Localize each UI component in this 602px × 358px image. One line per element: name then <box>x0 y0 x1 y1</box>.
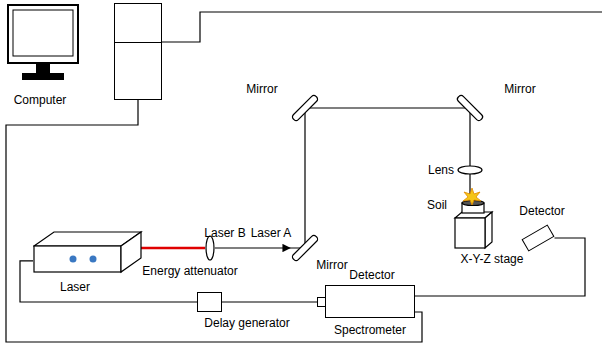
part-label: Mirror <box>504 82 535 96</box>
beam-label: Laser A <box>251 226 292 240</box>
delay-box <box>197 292 222 312</box>
part-label: Energy attenuator <box>142 264 237 278</box>
xyz-stage <box>455 212 492 248</box>
node-label: Computer <box>14 93 67 107</box>
part-label: X-Y-Z stage <box>461 252 524 266</box>
part-label: Soil <box>427 198 447 212</box>
part-label: Lens <box>428 163 454 177</box>
plasma-spark <box>463 188 481 205</box>
spectrometer-box: Spectrometer <box>325 285 415 318</box>
mirror <box>456 94 484 122</box>
laser-source: Laser <box>33 230 143 274</box>
mirror <box>291 94 319 122</box>
beam-label: Laser B <box>204 226 245 240</box>
part-label: Mirror <box>246 82 277 96</box>
part-label: Detector <box>349 268 394 282</box>
node-label: Laser <box>60 280 90 294</box>
spectrometer-housing <box>325 285 415 318</box>
monitor-icon <box>8 5 78 80</box>
computer-tower <box>114 3 162 100</box>
focusing-lens <box>458 166 482 174</box>
node-label: Spectrometer <box>334 323 406 337</box>
signal-cable <box>415 238 585 296</box>
laser-beam-a <box>215 247 290 248</box>
signal-cable <box>222 301 325 302</box>
laser-beam-b <box>136 247 205 250</box>
computer-unit: Computer <box>3 3 163 103</box>
detector-head <box>522 224 555 251</box>
detector-port <box>317 297 326 307</box>
tower-divider <box>115 42 161 43</box>
laser-body <box>33 230 143 274</box>
delay-generator-box: Delay generator <box>197 292 222 312</box>
signal-cable <box>6 100 422 342</box>
node-label: Delay generator <box>204 316 289 330</box>
signal-wire <box>162 12 602 42</box>
beam-path <box>290 108 470 248</box>
node-label: Detector <box>519 204 564 218</box>
part-label: Mirror <box>316 258 347 272</box>
detector-unit: Detector <box>520 228 556 248</box>
mirror <box>291 234 319 262</box>
